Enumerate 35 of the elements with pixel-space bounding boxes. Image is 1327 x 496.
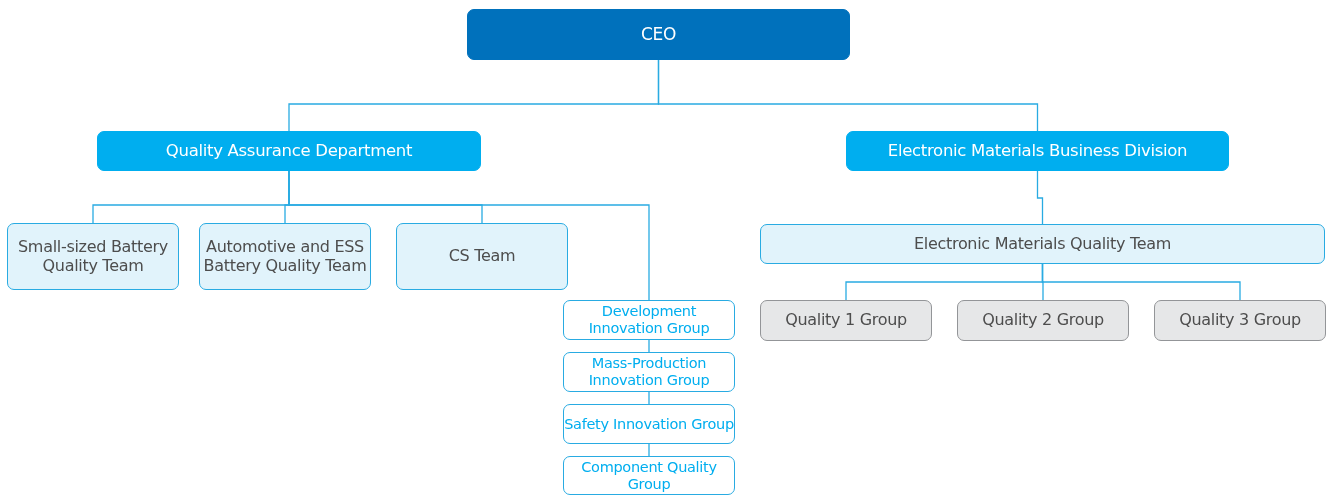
team-box	[760, 224, 1325, 264]
node-label: CS Team	[448, 247, 516, 266]
node-label: Safety Innovation Group	[564, 415, 734, 433]
node-label: Electronic Materials Quality Team	[914, 234, 1171, 254]
connector-line	[1036, 170, 1044, 225]
node-label: Quality Assurance Department	[165, 141, 413, 161]
node-label: Automotive and ESS Battery Quality Team	[202, 238, 368, 275]
node-label: Mass-Production Innovation Group	[587, 355, 711, 389]
group-box	[1154, 300, 1326, 341]
node-label: Quality 3 Group	[1179, 311, 1301, 330]
connector-line	[648, 443, 650, 457]
group-box	[563, 300, 735, 340]
team-box	[7, 223, 179, 290]
node-label: CEO	[640, 24, 677, 45]
team-box	[396, 223, 568, 290]
node-label: Electronic Materials Business Division	[887, 141, 1188, 161]
team-box	[199, 223, 371, 290]
node-label: Small-sized Battery Quality Team	[17, 238, 169, 275]
connector-line	[657, 59, 1039, 132]
connector-line	[648, 339, 650, 353]
group-box	[563, 456, 735, 495]
node-label: Quality 2 Group	[982, 311, 1104, 330]
node-label: Quality 1 Group	[785, 311, 907, 330]
department-box	[846, 131, 1229, 171]
connector-line	[1041, 263, 1241, 301]
node-label: Component Quality Group	[580, 458, 718, 493]
ceo-box	[467, 9, 850, 60]
connector-line	[288, 170, 650, 301]
group-box	[563, 404, 735, 444]
department-box	[97, 131, 481, 171]
group-box	[563, 352, 735, 392]
group-box	[760, 300, 932, 341]
group-box	[957, 300, 1129, 341]
connector-line	[648, 391, 650, 405]
node-label: Development Innovation Group	[587, 303, 711, 337]
